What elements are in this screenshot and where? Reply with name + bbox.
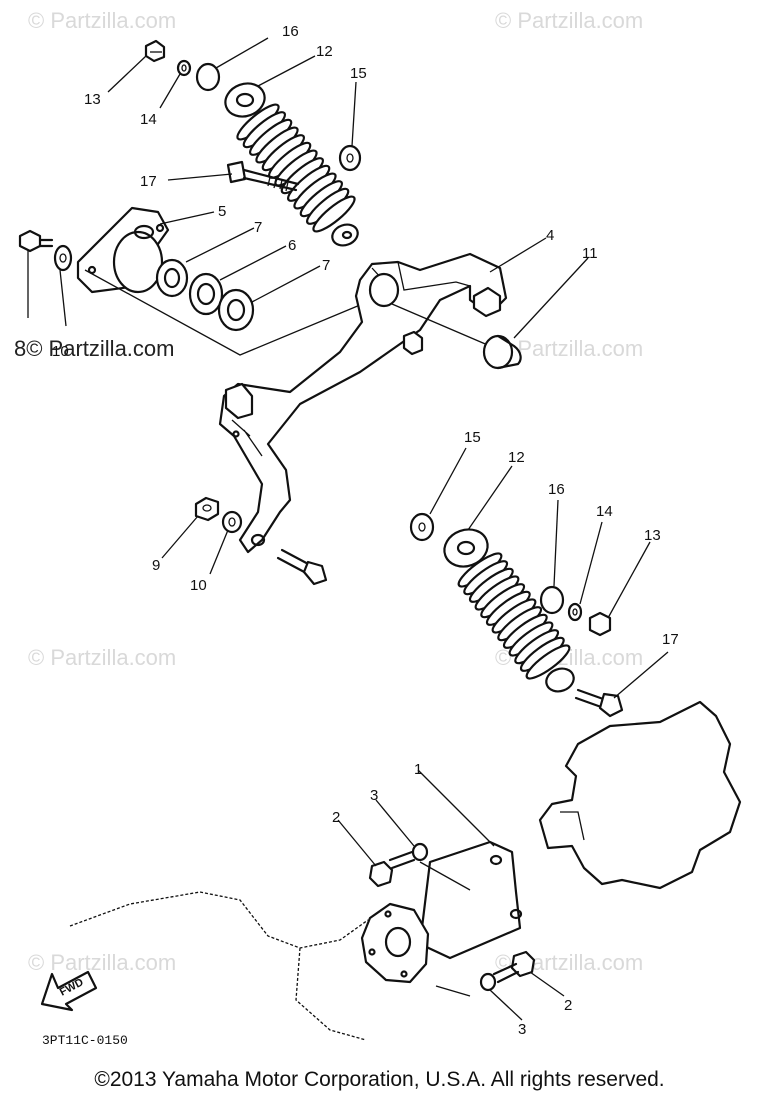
bearing-7-b [217,288,255,332]
callout-13: 13 [644,527,661,544]
engine-case-outline [538,700,742,890]
washer-16-top [195,62,221,92]
washer-3-top [411,842,429,862]
callout-5: 5 [218,203,226,220]
callout-labels: 16 12 15 13 14 17 5 7 6 7 4 11 10 9 10 1… [52,23,679,1038]
callout-4: 4 [546,227,554,244]
bolt-13-bottom [588,611,612,637]
callout-14: 14 [140,111,157,128]
watermark: © Partzilla.com [28,8,176,33]
fwd-arrow-icon: FWD [40,970,98,1012]
washer-15-top [338,144,362,172]
callout-7: 7 [322,257,330,274]
spring-coil [312,195,356,233]
frame-outline [69,891,369,1041]
rear-arm-4 [218,252,508,554]
washer-15-bottom [409,512,435,542]
assembly-guide-line [84,269,361,356]
washer-14-bottom [567,602,583,622]
bracket-5 [76,206,170,294]
copyright-notice: ©2013 Yamaha Motor Corporation, U.S.A. A… [94,1068,665,1091]
bolt-13-top [144,39,166,63]
washer-14-top [176,59,192,77]
bolt-17-bottom [574,688,624,718]
bracket-1 [360,840,523,997]
washer-16-bottom [539,585,565,615]
diagram-code: 3PT11C-0150 [42,1033,128,1048]
callout-6: 6 [288,237,296,254]
callout-15: 15 [464,429,481,446]
shock-absorber-top [224,82,359,247]
spring-coil [525,644,571,680]
callout-12: 12 [508,449,525,466]
callout-1: 1 [414,761,422,778]
bolt-lower-arm [276,548,328,586]
watermark: © Partzilla.com [28,950,176,975]
bolt-17-top [226,160,300,192]
callout-17: 17 [662,631,679,648]
washer-10-mid [221,510,243,534]
callout-11: 11 [582,245,598,262]
callout-14: 14 [596,503,613,520]
callout-10: 10 [190,577,207,594]
washer-10-top [53,244,73,272]
bolt-2-bottom [492,950,536,984]
bolt-8 [18,229,54,253]
watermark-dark: 8© Partzilla.com [14,336,174,361]
callout-13: 13 [84,91,101,108]
callout-7: 7 [254,219,262,236]
callout-16: 16 [548,481,565,498]
callout-15: 15 [350,65,367,82]
callout-2: 2 [332,809,340,826]
watermark: © Partzilla.com [495,8,643,33]
watermark: © Partzilla.com [28,645,176,670]
nut-9 [194,496,220,522]
collar-11 [482,334,522,370]
bearing-7-a [155,258,189,298]
callout-2: 2 [564,997,572,1014]
callout-16: 16 [282,23,299,40]
leader-lines [27,37,669,1021]
callout-9: 9 [152,557,160,574]
callout-10: 10 [52,343,69,360]
shock-absorber-bottom [443,528,575,693]
bearing-6 [188,272,224,316]
bolt-2-top [368,850,416,888]
callout-17: 17 [140,173,157,190]
washer-3-bottom [479,972,497,992]
callout-3: 3 [370,787,378,804]
callout-3: 3 [518,1021,526,1038]
callout-12: 12 [316,43,333,60]
